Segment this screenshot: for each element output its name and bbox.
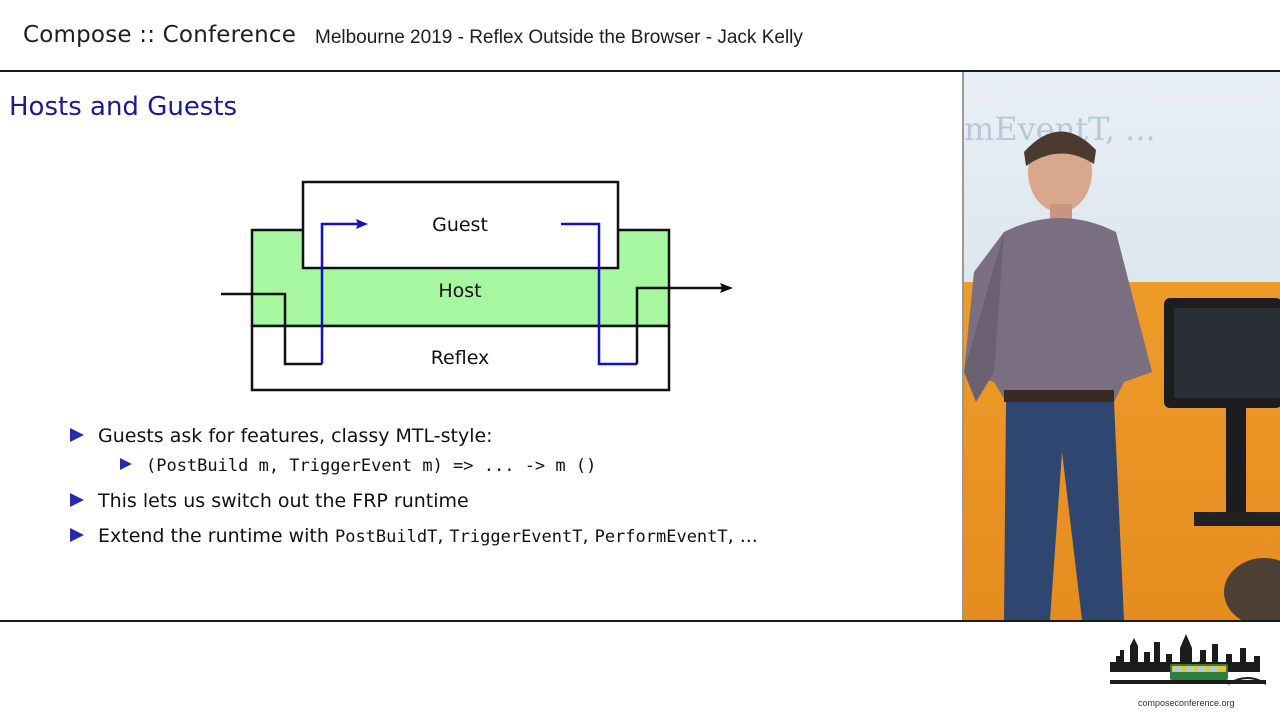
code-triggereventt: TriggerEventT <box>449 527 583 547</box>
output-arrowhead <box>720 283 733 293</box>
constraint-code: (PostBuild m, TriggerEvent m) => ... -> … <box>146 456 597 476</box>
bullet-sep: , <box>582 525 595 547</box>
bullet-triangle-icon <box>70 427 84 442</box>
slide-panel: Hosts and Guests Guest Host Reflex Guest… <box>0 72 962 620</box>
bullet-extend-runtime: Extend the runtime with PostBuildT, Trig… <box>70 525 758 547</box>
output-signal-line <box>635 286 722 364</box>
bullet-switch-runtime: This lets us switch out the FRP runtime <box>70 490 469 512</box>
bullet-triangle-icon <box>120 458 132 470</box>
bullet-guests-ask: Guests ask for features, classy MTL-styl… <box>70 425 493 447</box>
bullet-text: Guests ask for features, classy MTL-styl… <box>98 425 493 447</box>
guest-entry-arrowhead <box>356 219 368 229</box>
code-performeventt: PerformEventT <box>594 527 728 547</box>
bullet-triangle-icon <box>70 492 84 507</box>
footer-url: composeconference.org <box>1138 698 1235 708</box>
input-signal-line <box>221 292 322 366</box>
brand-title: Compose :: Conference <box>23 22 297 48</box>
bullet-sep: , <box>437 525 450 547</box>
guest-entry-line <box>320 222 358 364</box>
talk-title: Melbourne 2019 - Reflex Outside the Brow… <box>315 27 803 48</box>
bullet-text: This lets us switch out the FRP runtime <box>98 490 469 512</box>
guest-label: Guest <box>432 214 488 236</box>
melbourne-skyline-tram-icon <box>1110 634 1267 685</box>
bullet-suffix: , ... <box>727 525 758 547</box>
reflex-label: Reflex <box>431 347 490 369</box>
speaker-video-icon <box>964 131 1280 620</box>
host-label: Host <box>438 280 481 302</box>
slide-title: Hosts and Guests <box>9 92 238 122</box>
guest-exit-line <box>561 222 637 366</box>
header-bar: Compose :: Conference Melbourne 2019 - R… <box>0 0 1280 72</box>
footer-bar: composeconference.org <box>0 620 1280 720</box>
bullet-triangle-icon <box>70 527 84 542</box>
speaker-video: mEventT, ... <box>962 72 1280 620</box>
hosts-guests-diagram: Guest Host Reflex <box>221 180 733 392</box>
sub-bullet-constraint: (PostBuild m, TriggerEvent m) => ... -> … <box>120 456 596 476</box>
bullet-prefix: Extend the runtime with <box>98 525 335 547</box>
code-postbuildt: PostBuildT <box>334 527 438 547</box>
